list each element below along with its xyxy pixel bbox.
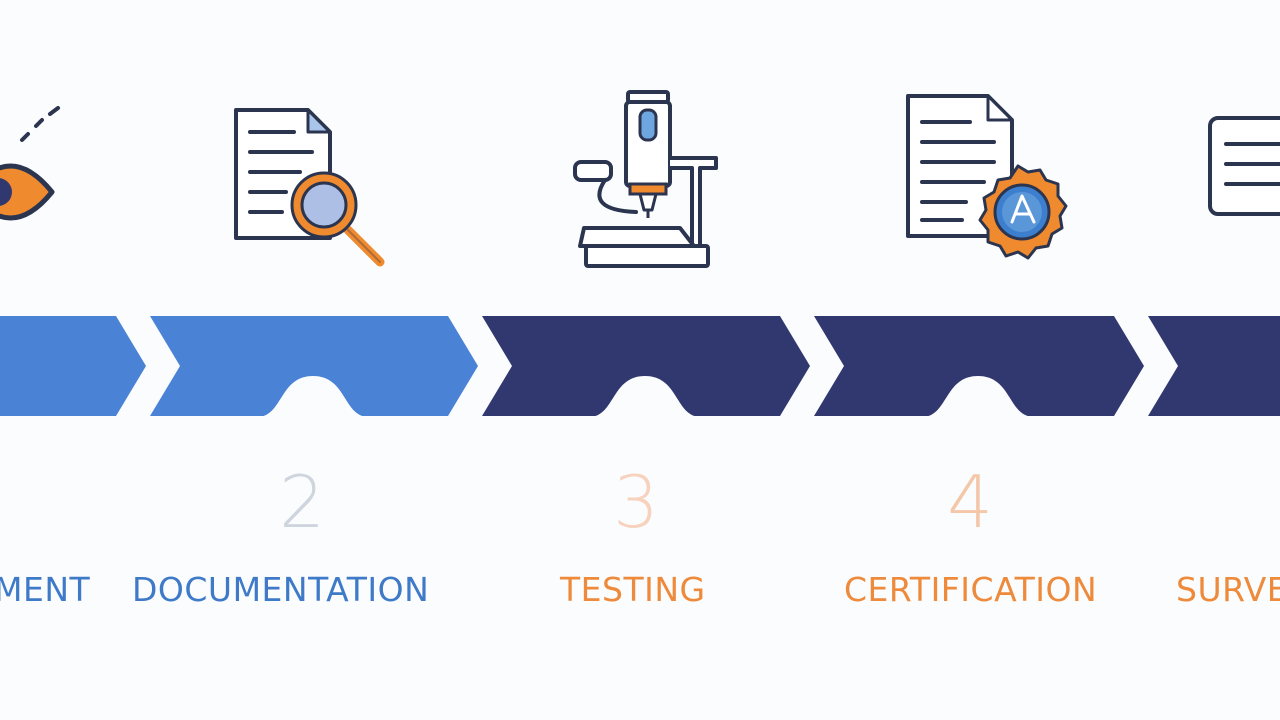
step-number-2: 2 <box>279 460 325 544</box>
step-label-2: DOCUMENTATION <box>132 570 430 609</box>
chevron-segment-1 <box>0 316 146 416</box>
document-search-icon <box>234 108 385 267</box>
chevron-segment-2 <box>150 316 478 416</box>
chevron-notch-4 <box>922 376 1034 417</box>
chevron-segment-5 <box>1148 316 1280 416</box>
chevron-segment-3 <box>482 316 810 416</box>
step-number-3: 3 <box>613 460 659 544</box>
document-icon <box>1208 116 1280 216</box>
step-label-3: TESTING <box>560 570 706 609</box>
microscope-icon <box>573 90 718 268</box>
eye-icon <box>0 106 60 221</box>
step-number-4: 4 <box>947 460 993 544</box>
certificate-document-icon <box>906 94 1068 260</box>
chevron-segment-4 <box>814 316 1144 416</box>
step-label-4: CERTIFICATION <box>844 570 1098 609</box>
chevron-notch-2 <box>257 376 369 417</box>
step-label-1: MENT <box>0 570 91 609</box>
chevron-notch-3 <box>589 376 701 417</box>
step-label-5: SURVE <box>1176 570 1280 609</box>
